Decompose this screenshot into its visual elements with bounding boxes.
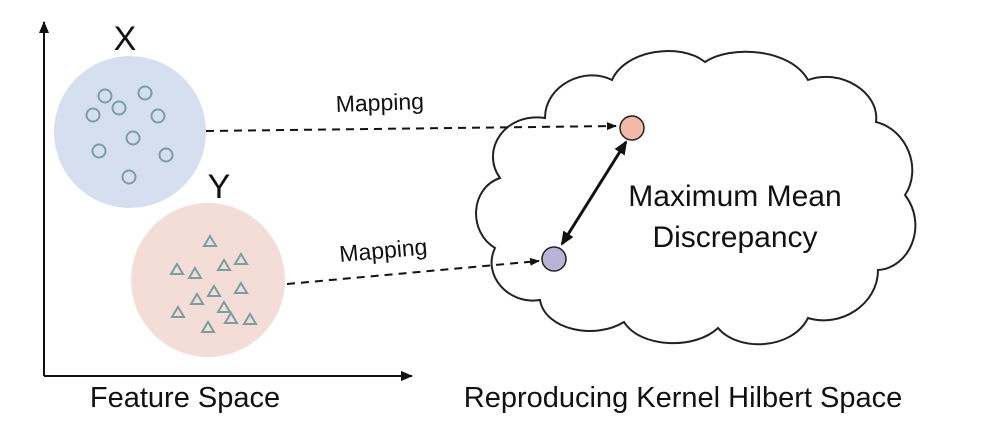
triangle-icon xyxy=(187,266,203,279)
triangle-icon xyxy=(223,311,239,324)
x-embedding-point xyxy=(619,115,645,141)
mapping-label-x: Mapping xyxy=(335,88,424,117)
x-sample-markers xyxy=(85,85,174,185)
circle-icon xyxy=(97,88,113,104)
mapping-label-y: Mapping xyxy=(338,233,428,267)
triangle-icon xyxy=(169,262,185,275)
triangle-icon xyxy=(200,320,216,333)
y-cluster-disc xyxy=(131,203,285,357)
x-cluster xyxy=(54,56,206,208)
y-sample-markers xyxy=(169,234,258,333)
triangle-icon xyxy=(216,258,232,271)
feature-space-label: Feature Space xyxy=(90,382,280,414)
circle-icon xyxy=(85,107,101,123)
triangle-icon xyxy=(242,312,258,325)
set-x-label: X xyxy=(114,20,137,58)
mmd-label-line1: Maximum Mean xyxy=(628,180,841,213)
triangle-icon xyxy=(170,305,186,318)
mapping-arrow-x xyxy=(205,122,617,132)
triangle-icon xyxy=(216,300,232,313)
y-embedding-point xyxy=(541,246,567,272)
mmd-label-line2: Discrepancy xyxy=(652,221,817,254)
rkhs-cloud xyxy=(475,50,917,346)
circle-icon xyxy=(121,169,137,185)
triangle-icon xyxy=(189,292,205,305)
circle-icon xyxy=(150,108,166,124)
triangle-icon xyxy=(233,252,249,265)
circle-icon xyxy=(137,85,153,101)
mmd-double-arrow xyxy=(560,140,628,246)
circle-icon xyxy=(158,147,174,163)
circle-icon xyxy=(111,100,127,116)
triangle-icon xyxy=(202,234,218,247)
mapping-arrow-y xyxy=(286,257,540,285)
set-y-label: Y xyxy=(208,168,231,206)
rkhs-label: Reproducing Kernel Hilbert Space xyxy=(464,382,902,414)
circle-icon xyxy=(91,143,107,159)
triangle-icon xyxy=(233,281,249,294)
triangle-icon xyxy=(206,284,222,297)
y-cluster xyxy=(131,203,285,357)
circle-icon xyxy=(125,130,141,146)
